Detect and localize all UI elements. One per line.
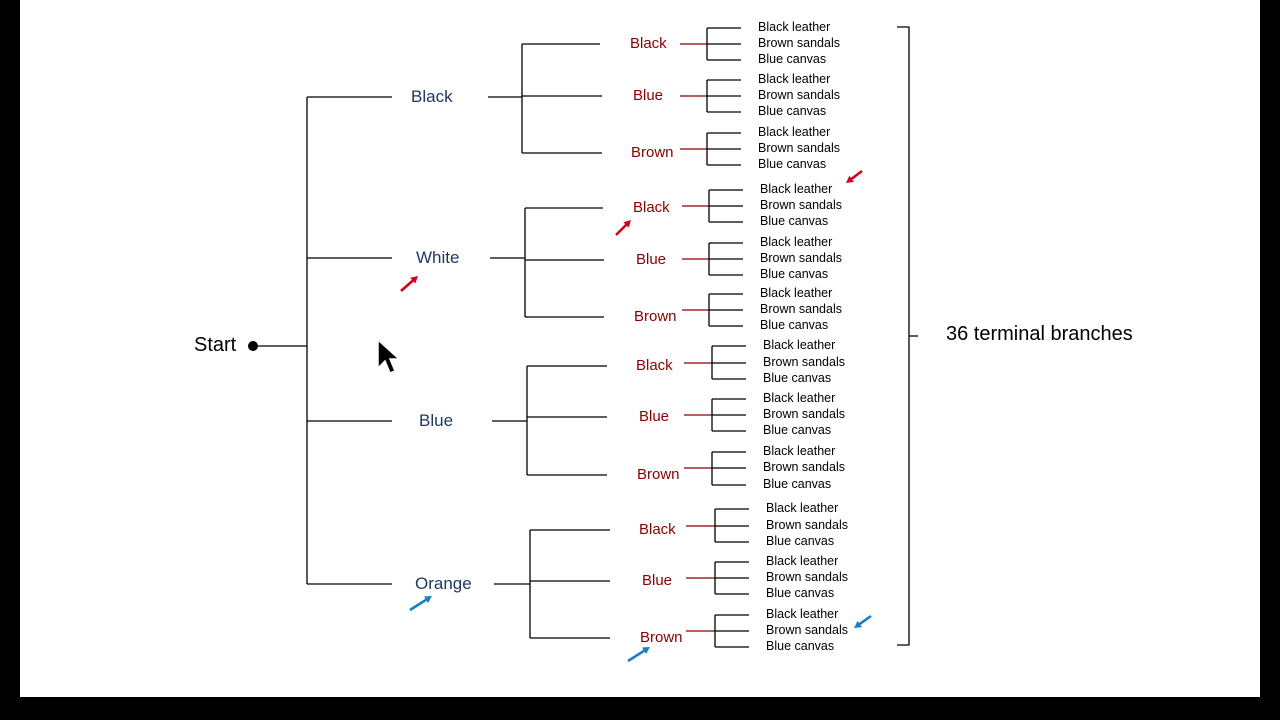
shoe-label: Black leather <box>760 182 833 196</box>
blue-arrow-icon <box>854 614 872 628</box>
shoe-label: Blue canvas <box>766 639 835 653</box>
pants-label-black: Black <box>630 35 667 52</box>
shoe-label: Blue canvas <box>766 534 835 548</box>
shoe-label: Brown sandals <box>760 302 842 316</box>
total-bracket <box>897 26 918 646</box>
shoe-label: Black leather <box>758 125 831 139</box>
shoe-label: Black leather <box>763 444 836 458</box>
shoe-label: Blue canvas <box>760 318 829 332</box>
shoe-label: Black leather <box>758 20 831 34</box>
blue-arrow-icon <box>627 647 650 663</box>
shoe-label: Black leather <box>763 338 836 352</box>
pants-label-blue: Blue <box>633 87 664 104</box>
shoe-label: Black leather <box>766 501 839 515</box>
pants-label-black: Black <box>639 521 676 538</box>
shoe-label: Brown sandals <box>766 518 848 532</box>
shoe-label: Brown sandals <box>763 355 845 369</box>
pants-label-blue: Blue <box>639 408 670 425</box>
shoe-label: Blue canvas <box>766 586 835 600</box>
pants-label-brown: Brown <box>637 466 680 483</box>
pants-label-black: Black <box>633 199 670 216</box>
shoe-label: Brown sandals <box>763 407 845 421</box>
shoe-label: Black leather <box>766 607 839 621</box>
shirt-label-orange: Orange <box>415 574 472 593</box>
start-label: Start <box>194 334 237 356</box>
red-arrow-icon <box>846 169 863 183</box>
shoe-label: Blue canvas <box>763 477 832 491</box>
shoe-label: Blue canvas <box>758 104 827 118</box>
pants-label-black: Black <box>636 357 673 374</box>
shoe-label: Black leather <box>758 72 831 86</box>
shoe-label: Blue canvas <box>758 52 827 66</box>
pants-label-blue: Blue <box>642 572 673 589</box>
shoe-label: Brown sandals <box>766 570 848 584</box>
shoe-label: Brown sandals <box>766 623 848 637</box>
blue-arrow-icon <box>409 596 432 612</box>
pants-label-blue: Blue <box>636 251 667 268</box>
mouse-cursor-icon <box>377 338 401 374</box>
shoe-label: Brown sandals <box>758 88 840 102</box>
shoe-label: Brown sandals <box>760 198 842 212</box>
shoe-label: Brown sandals <box>763 460 845 474</box>
red-arrow-icon <box>400 276 418 292</box>
shoe-label: Blue canvas <box>760 267 829 281</box>
shoe-label: Black leather <box>760 286 833 300</box>
shoe-label: Blue canvas <box>763 371 832 385</box>
shirt-label-blue: Blue <box>419 411 454 430</box>
shoe-label: Blue canvas <box>758 157 827 171</box>
pants-label-brown: Brown <box>634 308 677 325</box>
shoe-label: Black leather <box>760 235 833 249</box>
total-branches-label: 36 terminal branches <box>946 323 1133 345</box>
shirt-label-black: Black <box>411 87 453 106</box>
pants-label-brown: Brown <box>640 629 683 646</box>
shoe-label: Brown sandals <box>758 36 840 50</box>
red-arrow-icon <box>615 220 631 236</box>
shoe-label: Blue canvas <box>763 423 832 437</box>
shoe-label: Black leather <box>763 391 836 405</box>
shoe-label: Brown sandals <box>758 141 840 155</box>
pants-label-brown: Brown <box>631 144 674 161</box>
shoe-label: Black leather <box>766 554 839 568</box>
shoe-label: Blue canvas <box>760 214 829 228</box>
tree-lines <box>248 26 918 663</box>
shoe-label: Brown sandals <box>760 251 842 265</box>
shirt-label-white: White <box>416 248 460 267</box>
